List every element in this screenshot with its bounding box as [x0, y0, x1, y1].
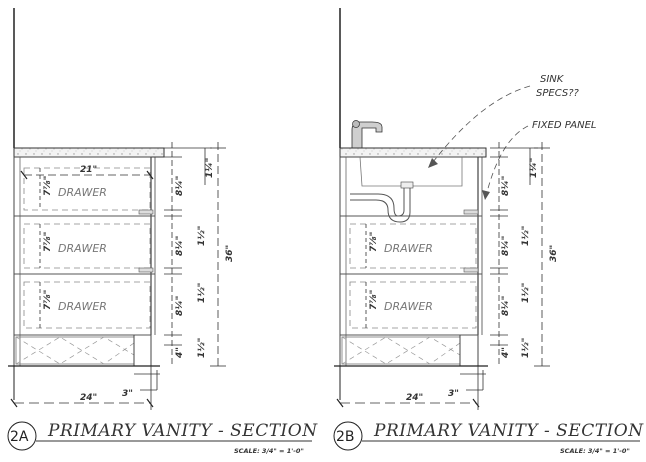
dim-label: 4" — [501, 347, 511, 359]
dim-label: 1½" — [521, 338, 531, 358]
toe-kick — [15, 336, 135, 365]
dim-label: 1½" — [521, 283, 531, 303]
fixed-panel-note: FIXED PANEL — [532, 120, 597, 131]
toe-dim-label: 3" — [448, 389, 459, 399]
section-2b: DRAWER DRAWER 7⅞" 7⅞" SINK SPECS?? FIXED… — [333, 8, 644, 455]
dim-label: 8¼" — [174, 176, 185, 196]
section-tag-bubble — [333, 421, 363, 451]
section-title: PRIMARY VANITY - SECTION — [47, 421, 318, 441]
drawer-label: DRAWER — [58, 242, 107, 255]
section-title: PRIMARY VANITY - SECTION — [373, 421, 644, 441]
section-tag-bubble — [7, 421, 37, 451]
drawer-label: DRAWER — [58, 300, 107, 313]
dim-label: 1½" — [521, 226, 531, 246]
drawer-label: DRAWER — [58, 186, 107, 199]
drawer-height-label: 7⅞" — [43, 232, 53, 252]
overall-height-label: 36" — [225, 245, 235, 262]
drawer-label: DRAWER — [384, 300, 433, 313]
scale-label: SCALE: 3/4" = 1'-0" — [560, 447, 630, 455]
dim-label: 4" — [175, 347, 185, 359]
width-dim-label: 21" — [80, 165, 97, 175]
drawer-label: DRAWER — [384, 242, 433, 255]
dim-label: 8¼" — [500, 296, 511, 316]
drawer-height-label: 7⅞" — [369, 290, 379, 310]
sink-note-line1: SINK — [540, 74, 565, 85]
section-tag: 2B — [336, 429, 355, 445]
countertop — [339, 147, 487, 158]
panel-leader — [485, 125, 529, 197]
dim-label: 8¼" — [500, 236, 511, 256]
sink-basin — [359, 156, 463, 187]
dim-label: 8¼" — [174, 236, 185, 256]
drawer-height-label: 7⅞" — [43, 290, 53, 310]
drawer-height-label: 7⅞" — [43, 176, 53, 196]
section-tag: 2A — [10, 429, 29, 445]
overall-height-label: 36" — [549, 245, 559, 262]
scale-label: SCALE: 3/4" = 1'-0" — [234, 447, 304, 455]
countertop — [13, 147, 165, 158]
p-trap — [350, 186, 411, 223]
dim-label: 8¼" — [174, 296, 185, 316]
dim-label: 1¼" — [204, 158, 215, 178]
dim-label: 8¼" — [500, 176, 511, 196]
depth-dim-label: 24" — [80, 393, 97, 403]
depth-dim-label: 24" — [406, 393, 423, 403]
drawer-height-label: 7⅞" — [369, 232, 379, 252]
sink-note-line2: SPECS?? — [536, 88, 580, 99]
sink-leader — [429, 85, 531, 167]
section-2a: 21" DRAWER DRAWER DRAWER 7⅞" 7⅞" 7⅞" 1 — [7, 8, 318, 455]
dim-label: 1¼" — [528, 158, 539, 178]
dim-label: 1½" — [197, 226, 207, 246]
toe-dim-label: 3" — [122, 389, 133, 399]
toe-kick — [341, 336, 461, 365]
dim-label: 1½" — [197, 338, 207, 358]
dim-label: 1½" — [197, 283, 207, 303]
